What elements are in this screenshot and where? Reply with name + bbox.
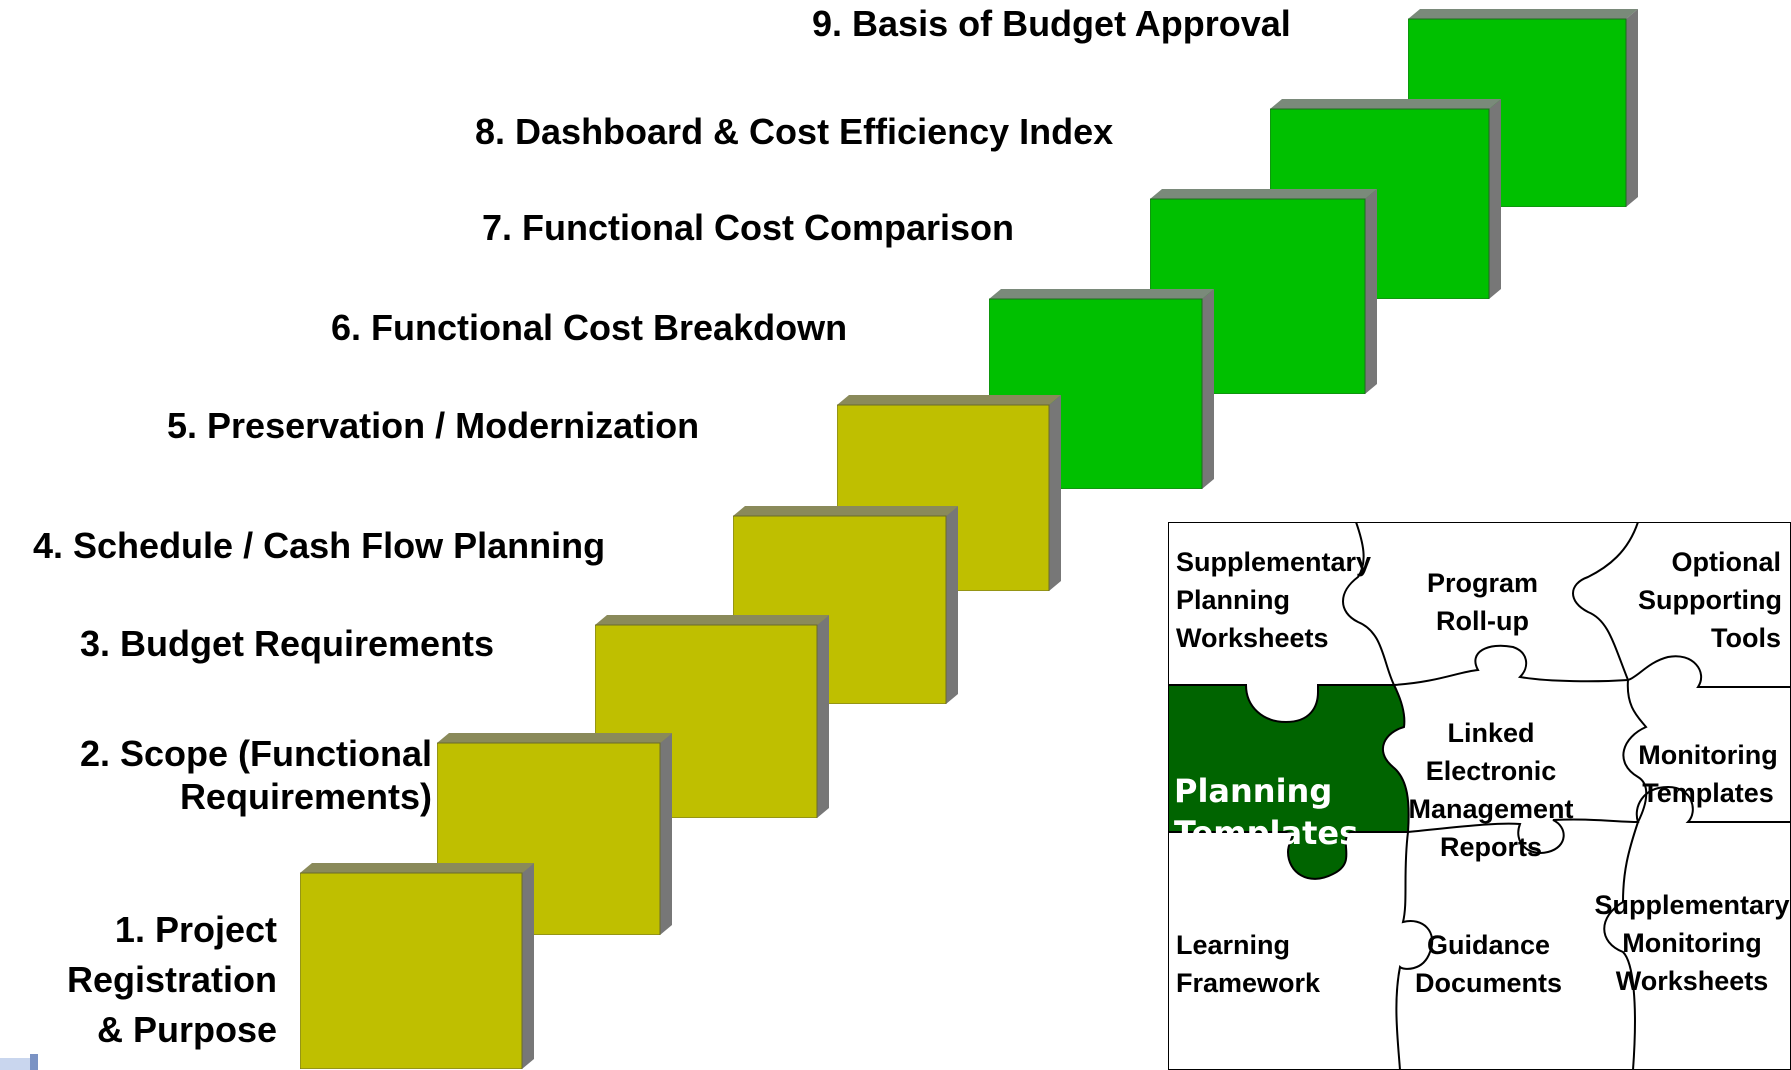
step-3-top [595,615,829,625]
step-8-top [1270,99,1501,109]
step-9-label: 9. Basis of Budget Approval [812,3,1291,44]
step-1-block [300,863,534,1069]
pz-gd-line-2: Documents [1414,968,1563,998]
pz-spw-line-2: Planning [1176,585,1290,615]
pz-lf-line-2: Framework [1176,968,1321,998]
corner-mark-edge [30,1054,38,1070]
step-7-top [1150,189,1377,199]
pz-smw-line-3: Worksheets [1615,966,1769,996]
pz-spw-line-3: Worksheets [1176,623,1329,653]
pz-mt-line-1: Monitoring [1638,740,1778,770]
puzzle-diagram: Supplementary Planning Worksheets Progra… [1168,522,1791,1070]
corner-mark-bar [0,1058,30,1070]
puzzle-supplementary-planning-worksheets: Supplementary Planning Worksheets [1176,543,1371,657]
puzzle-planning-templates: Planning Templates [1174,770,1358,854]
puzzle-program-roll-up: Program Roll-up [1427,564,1538,640]
step-2-block [437,733,672,935]
step-6-top [989,289,1214,299]
step-5-label: 5. Preservation / Modernization [167,405,700,446]
pz-smw-line-1: Supplementary [1594,890,1790,920]
pz-spw-line-1: Supplementary [1176,547,1372,577]
step-1-side [522,863,534,1069]
puzzle-guidance-documents: Guidance Documents [1411,926,1566,1002]
step-1-line-2: Registration [66,959,277,1000]
step-1-top [300,863,534,873]
step-1-line-1: 1. Project [114,909,277,950]
step-9-side [1626,9,1638,207]
step-1-line-3: & Purpose [96,1009,277,1050]
step-5-side [1049,395,1061,591]
step-2-label: 2. Scope (Functional Requirements) [0,732,432,818]
pz-lemr-line-2: Electronic [1425,756,1557,786]
pz-lf-line-1: Learning [1176,930,1291,960]
pz-ost-line-2: Supporting [1638,585,1782,615]
pz-mt-line-2: Templates [1642,778,1774,808]
puzzle-outline [1168,522,1791,1070]
planning-templates-piece [1168,684,1410,880]
step-2-side [660,733,672,935]
puzzle-supplementary-monitoring-worksheets: Supplementary Monitoring Worksheets [1594,886,1790,1000]
step-7-label: 7. Functional Cost Comparison [482,207,1015,248]
pz-lemr-line-3: Management [1408,794,1574,824]
step-3-side [817,615,829,818]
puzzle-linked-electronic-management-reports: Linked Electronic Management Reports [1406,714,1576,866]
step-9-top [1408,9,1638,19]
step-8-side [1489,99,1501,299]
step-6-side [1202,289,1214,489]
pz-smw-line-2: Monitoring [1622,928,1762,958]
step-2-shape [437,733,672,935]
pz-ost-line-1: Optional [1671,547,1782,577]
step-5-top [837,395,1061,405]
pz-lemr-line-4: Reports [1439,832,1542,862]
step-1-face [300,872,523,1069]
pz-pru-line-1: Program [1427,568,1539,598]
puzzle-monitoring-templates: Monitoring Templates [1638,736,1778,812]
step-2-line-1: 2. Scope (Functional [79,733,432,774]
pz-pt-line-2: Templates [1174,814,1359,852]
step-1-shape [300,863,534,1069]
step-4-top [733,506,958,516]
pz-gd-line-1: Guidance [1426,930,1551,960]
step-2-top [437,733,672,743]
step-1-label: 1. Project Registration & Purpose [0,905,277,1055]
puzzle-optional-supporting-tools: Optional Supporting Tools [1638,543,1782,657]
pz-ost-line-3: Tools [1711,623,1781,653]
step-7-side [1365,189,1377,394]
step-2-line-2: Requirements) [179,776,432,818]
pz-lemr-line-1: Linked [1447,718,1535,748]
puzzle-learning-framework: Learning Framework [1176,926,1320,1002]
step-4-side [946,506,958,704]
slide-corner-mark [0,1054,40,1070]
step-3-label: 3. Budget Requirements [80,623,495,664]
step-4-label: 4. Schedule / Cash Flow Planning [33,525,606,566]
step-6-label: 6. Functional Cost Breakdown [331,307,848,348]
pz-pt-line-1: Planning [1174,772,1333,810]
step-8-label: 8. Dashboard & Cost Efficiency Index [475,111,1114,152]
pz-pru-line-2: Roll-up [1436,606,1530,636]
